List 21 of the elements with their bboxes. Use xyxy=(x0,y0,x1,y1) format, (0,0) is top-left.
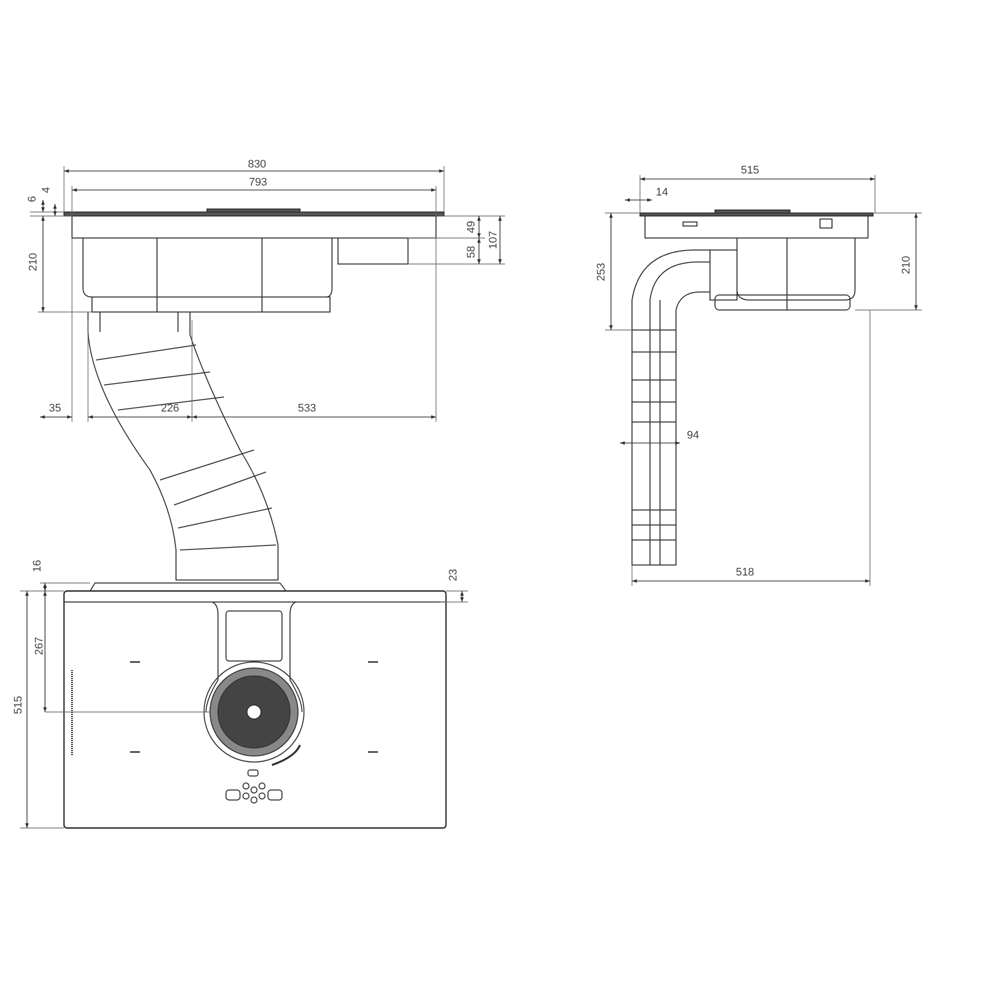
dimension-label: 518 xyxy=(736,568,754,578)
dimension-label: 210 xyxy=(902,256,912,274)
dimension-label: 94 xyxy=(686,430,700,442)
dimension-label: 4 xyxy=(42,186,52,194)
dimension-label: 267 xyxy=(34,636,46,656)
dimension-label: 210 xyxy=(28,252,40,272)
dimension-label: 58 xyxy=(466,246,478,258)
dimension-label: 35 xyxy=(48,404,62,414)
dimension-label: 533 xyxy=(298,404,316,414)
dimension-label: 793 xyxy=(248,178,268,188)
dimension-label: 14 xyxy=(656,188,668,198)
dimension-label: 49 xyxy=(466,220,478,234)
dimension-label: 16 xyxy=(32,560,44,572)
dimension-label: 830 xyxy=(248,160,266,170)
dimension-label: 515 xyxy=(740,166,760,176)
dimension-label: 107 xyxy=(488,230,500,250)
dimension-label: 515 xyxy=(14,696,24,714)
dimension-label: 253 xyxy=(596,262,608,282)
dimension-label: 23 xyxy=(448,568,460,582)
dimension-label: 6 xyxy=(28,196,38,202)
dimension-label: 226 xyxy=(160,404,180,414)
